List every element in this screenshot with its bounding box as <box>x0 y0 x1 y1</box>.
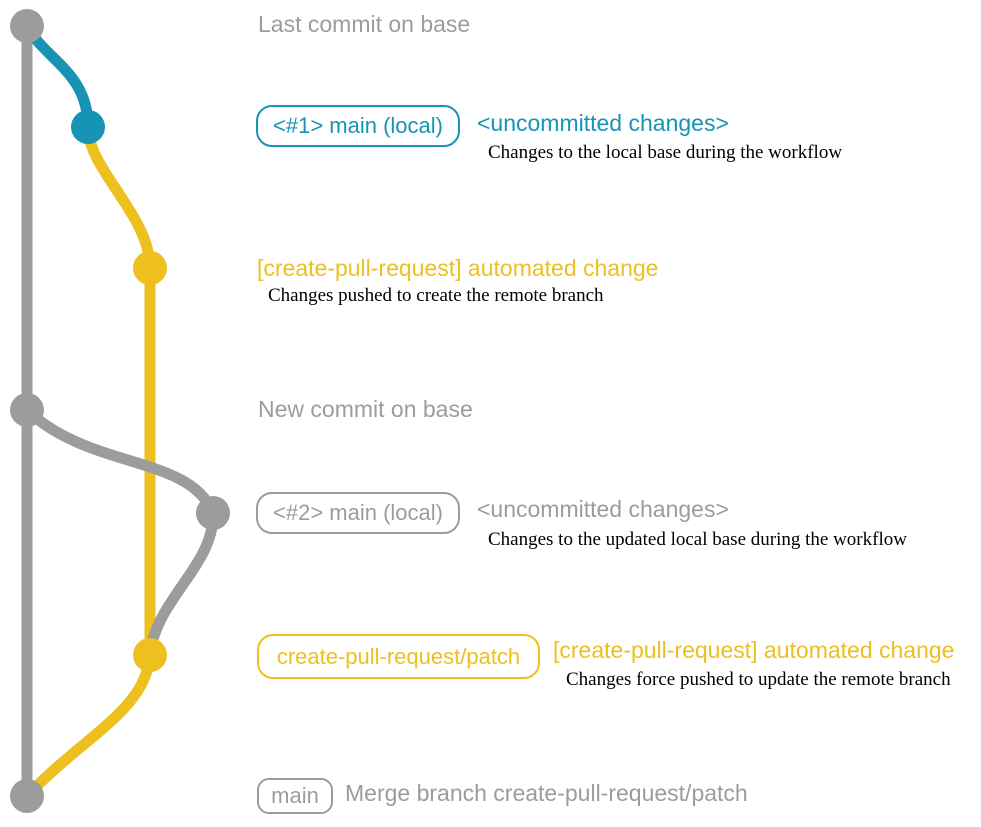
status-uncommitted-changes-2: <uncommitted changes> <box>477 496 729 522</box>
title-automated-change-2: [create-pull-request] automated change <box>553 637 955 663</box>
badge-main-local-1: <#1> main (local) <box>256 105 460 147</box>
status-uncommitted-changes-1: <uncommitted changes> <box>477 110 729 136</box>
edge-rebase-into-patch <box>144 507 219 661</box>
desc-updated-local-base-changes: Changes to the updated local base during… <box>488 529 907 550</box>
edge-updated-local-branch <box>21 404 219 519</box>
commit-node-merge-commit <box>10 779 44 813</box>
commit-node-local-main-1 <box>71 110 105 144</box>
label-new-commit-on-base: New commit on base <box>258 396 473 422</box>
edge-patch-branch-create <box>82 121 156 274</box>
desc-pushed-create-remote-branch: Changes pushed to create the remote bran… <box>268 285 604 306</box>
title-automated-change-1: [create-pull-request] automated change <box>257 255 659 281</box>
commit-node-automated-change-1 <box>133 251 167 285</box>
desc-local-base-changes: Changes to the local base during the wor… <box>488 142 843 163</box>
edge-local-changes-branch <box>21 20 94 133</box>
badge-main-local-2: <#2> main (local) <box>256 492 460 534</box>
desc-force-pushed-update-remote-branch: Changes force pushed to update the remot… <box>566 669 951 690</box>
title-merge-branch: Merge branch create-pull-request/patch <box>345 780 748 806</box>
label-last-commit-on-base: Last commit on base <box>258 11 471 37</box>
badge-main: main <box>257 778 333 814</box>
edge-patch-merge-into-main <box>21 649 156 802</box>
commit-node-last-commit-on-base <box>10 9 44 43</box>
badge-create-pull-request-patch: create-pull-request/patch <box>257 634 540 679</box>
commit-node-local-main-2 <box>196 496 230 530</box>
commit-node-new-commit-on-base <box>10 393 44 427</box>
commit-node-automated-change-2 <box>133 638 167 672</box>
